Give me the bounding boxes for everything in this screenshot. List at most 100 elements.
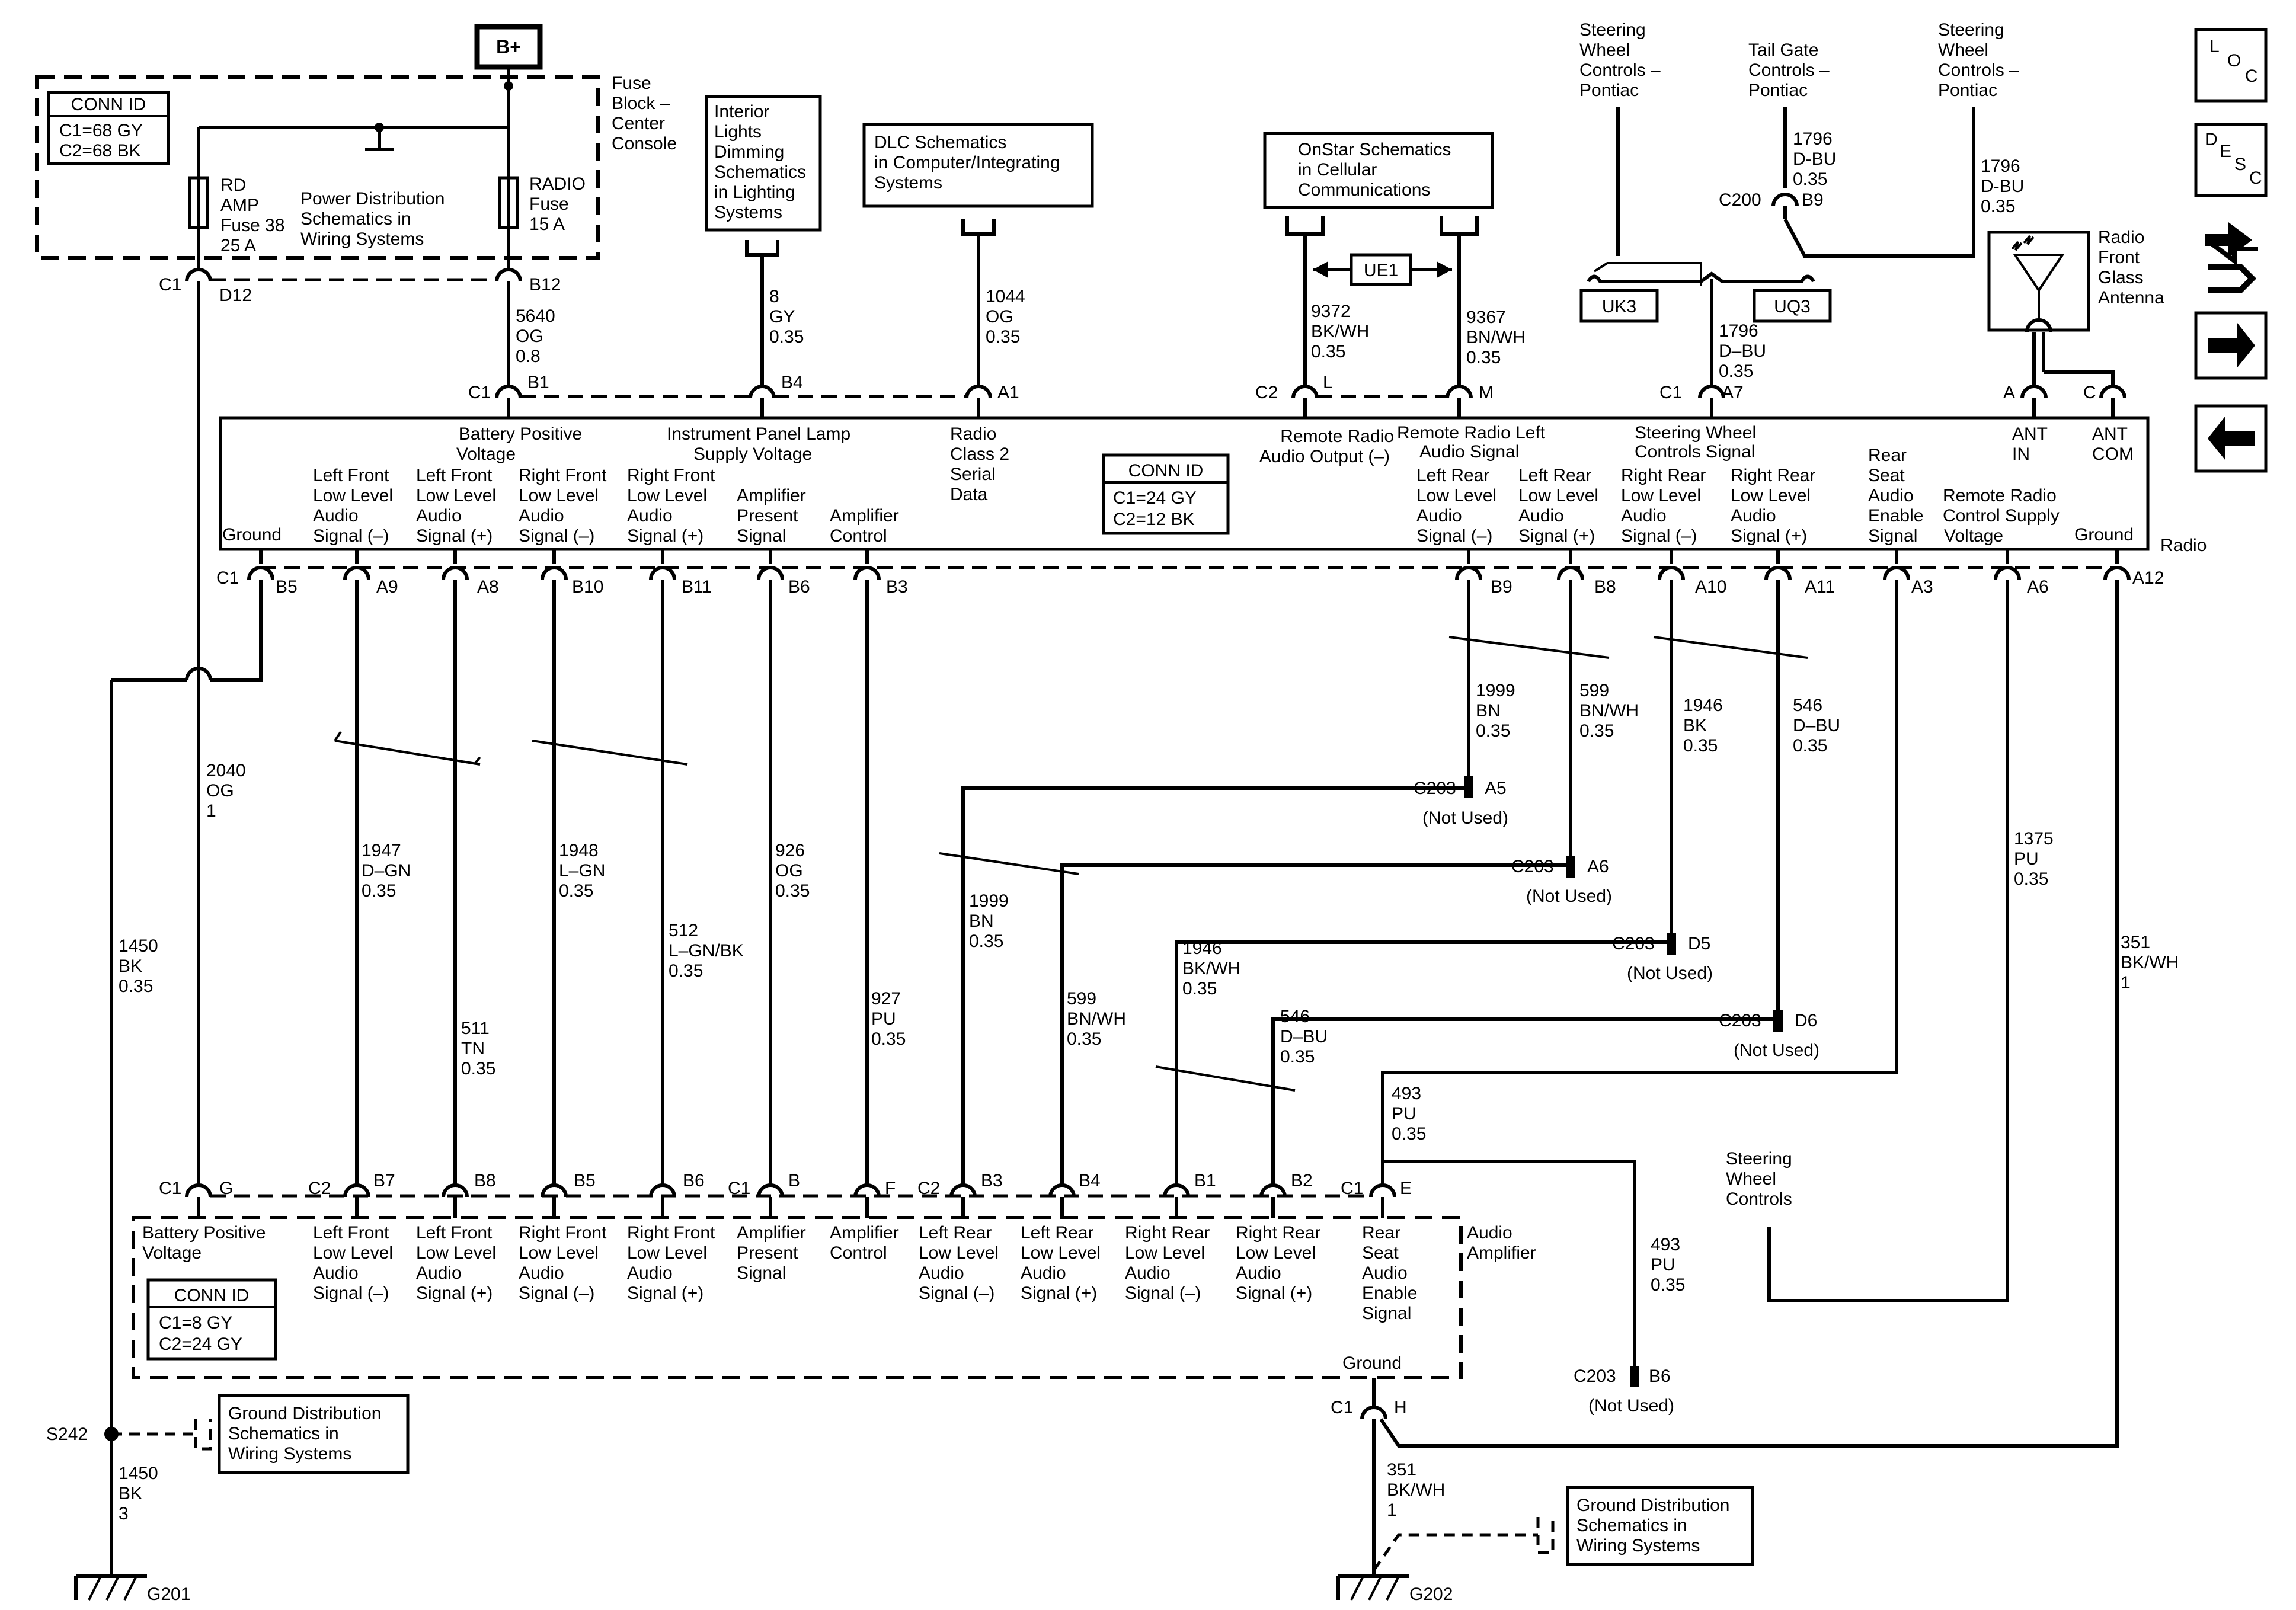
interior-lights-label: in Lighting [714,183,795,202]
wire-label: 1796 [1981,156,2020,176]
radio-pin-connector [757,566,784,580]
svg-text:Seat: Seat [1868,466,1905,485]
svg-text:Low Level: Low Level [519,486,599,505]
svg-text:0.35: 0.35 [2014,869,2048,889]
svg-text:(Not Used): (Not Used) [1627,964,1713,983]
swc-label: Steering [1726,1149,1792,1169]
svg-text:Left Rear: Left Rear [1416,466,1489,485]
conn-id-amp-box [146,1278,277,1361]
connector-stub [1285,216,1325,236]
pin-label: B8 [1594,577,1616,597]
fuse-block-line: Block – [612,94,670,113]
desc-icon-box[interactable] [2194,123,2268,197]
svg-text:Audio: Audio [1518,506,1564,526]
amp-ground-label: Ground [1342,1353,1402,1373]
amp-pin-connector [541,1183,568,1198]
loc-icon-box[interactable] [2194,28,2268,103]
connector-a1 [965,385,992,399]
radio-pin-label: Instrument Panel Lamp [667,424,850,444]
svg-text:E: E [1400,1179,1412,1198]
svg-text:Low Level: Low Level [1021,1243,1101,1263]
svg-text:546: 546 [1280,1007,1310,1026]
svg-text:Rear: Rear [1868,446,1907,465]
svg-text:B5: B5 [574,1171,596,1190]
loc-icon-letter: L [2209,37,2220,56]
svg-text:BN/WH: BN/WH [1067,1009,1126,1029]
battery-positive-label: B+ [496,36,521,57]
power-dist-label: Schematics in [300,209,411,229]
radio-pin-label: Data [950,485,988,504]
svg-text:B: B [788,1171,800,1190]
tailgate-label: Pontiac [1748,81,1808,100]
pin-label: B11 [682,577,712,597]
svg-text:0.35: 0.35 [1476,721,1510,741]
ground-dist-link [111,1419,212,1451]
pin-label: M [1479,383,1494,402]
amp-pin-connector [757,1183,784,1198]
svg-text:Amplifier: Amplifier [737,486,806,505]
wire-label: 8 [769,287,779,306]
svg-text:Low Level: Low Level [1731,486,1811,505]
radio-pin-label: IN [2012,444,2030,464]
radio-fuse-label: 15 A [529,215,565,234]
pin-label: A8 [477,577,499,597]
svg-text:BK: BK [119,1484,142,1503]
radio-top-connectors [495,385,2126,418]
svg-text:0.35: 0.35 [1683,736,1718,756]
svg-text:B3: B3 [981,1171,1003,1190]
interior-lights-label: Systems [714,203,782,222]
svg-text:Control: Control [830,1243,887,1263]
connector-a7 [1698,385,1725,399]
pin-label: B10 [572,577,603,597]
svg-text:Audio: Audio [416,1263,462,1283]
antenna-label: Front [2098,248,2140,267]
svg-text:351: 351 [2121,933,2150,952]
signal-icon [2011,235,2035,251]
radio-module [219,416,2150,551]
svg-text:Right Front: Right Front [627,466,715,485]
radio-pin-label: Serial [950,465,996,484]
pin-label: B6 [788,577,810,597]
pin-label: C1 [216,568,239,588]
arrow-right-icon [1437,261,1452,278]
onstar-box [1263,132,1494,209]
pin-label: C1 [1331,1398,1353,1417]
amp-pin-connector [185,1183,212,1198]
uq3-label: UQ3 [1774,297,1811,316]
svg-text:Signal (+): Signal (+) [1518,526,1595,546]
c203-terminals: C203 A5 (Not Used) C203 A6 (Not Used) C2… [1414,580,1819,1416]
swc-pontiac-label: Steering [1579,20,1646,40]
radio-pin-label: Audio Signal [1419,442,1519,462]
svg-text:A5: A5 [1485,779,1507,798]
wire-b5-ground [210,580,263,682]
radio-pin-label: Controls Signal [1635,442,1755,462]
svg-text:Left Rear: Left Rear [1021,1223,1093,1243]
wire-label: 9372 [1311,302,1351,321]
svg-text:Remote Radio: Remote Radio [1943,486,2057,505]
svg-text:Signal (+): Signal (+) [416,526,493,546]
wire-599-route [1060,863,1571,1185]
harness-icon[interactable] [2205,222,2258,293]
svg-text:Audio: Audio [1125,1263,1171,1283]
radio-fuse-label: Fuse [529,194,569,214]
conn-id-title: CONN ID [71,95,146,114]
svg-text:B2: B2 [1291,1171,1313,1190]
svg-text:1450: 1450 [119,1464,158,1483]
onstar-label: in Cellular [1298,160,1377,180]
svg-text:B1: B1 [1194,1171,1216,1190]
svg-text:B6: B6 [683,1171,705,1190]
svg-text:Enable: Enable [1868,506,1923,526]
svg-text:PU: PU [2014,849,2039,869]
interior-lights-label: Schematics [714,162,806,182]
radio-wires [185,549,2131,1218]
radio-pin-label: Audio Output (–) [1259,447,1390,466]
svg-text:D5: D5 [1688,934,1710,953]
svg-text:L–GN: L–GN [559,861,605,881]
swc-label: Controls [1726,1189,1792,1209]
wire-label: 1 [206,801,216,821]
rd-amp-fuse-label: RD [220,175,246,195]
pin-label: C1 [159,275,181,295]
uk3-label: UK3 [1602,297,1636,316]
svg-text:Signal (+): Signal (+) [1021,1283,1097,1303]
connector-l [1291,385,1319,399]
